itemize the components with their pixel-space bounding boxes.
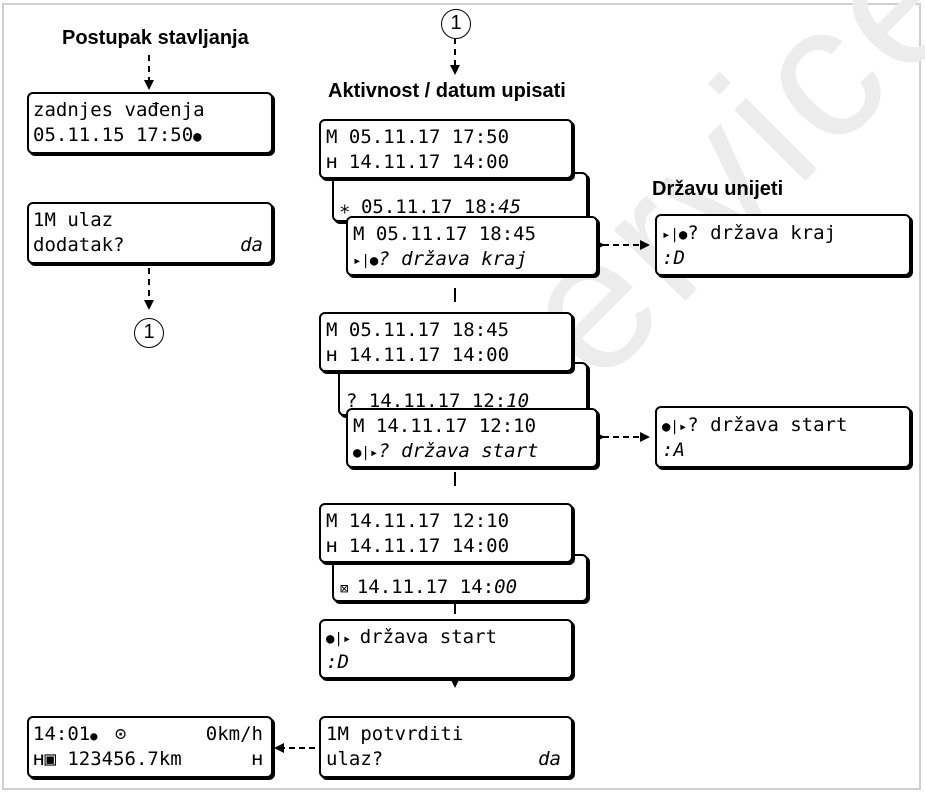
postupak-title: Postupak stavljanja	[62, 27, 249, 49]
display-text: ? država start	[378, 440, 539, 462]
bed-icon: ʜ	[326, 151, 349, 173]
bed-icon: ʜ	[326, 535, 349, 557]
display-line-1: M 05.11.17 18:45	[326, 319, 510, 341]
diagram-frame	[2, 3, 921, 790]
display-line-2: ʜ 14.11.17 14:00	[326, 535, 509, 557]
odometer-text: 123456.7km	[67, 748, 182, 770]
speed-text: 0km/h	[205, 723, 263, 745]
display-text: 14.11.17 14:00	[348, 151, 510, 173]
display-g1-b: M 05.11.17 17:50 ʜ 14.11.17 14:00	[319, 119, 573, 179]
display-text: 14.11.17 14:00	[348, 344, 510, 366]
display-line-1: ●|▸? država start	[662, 414, 847, 438]
aktivnost-title: Aktivnost / datum upisati	[328, 80, 566, 102]
display-line-1: M 14.11.17 12:10	[353, 415, 537, 437]
display-line-1: 1M potvrditi	[326, 723, 464, 745]
country-start-icon: ●|▸	[353, 445, 379, 461]
display-option-yes: da	[538, 748, 561, 770]
dot-icon: ●	[193, 129, 202, 145]
country-start-icon: ●|▸	[326, 631, 360, 647]
display-1m-entry: 1M ulaz dodatak? da	[27, 202, 273, 264]
display-line-2: 05.11.15 17:50●	[33, 124, 202, 148]
display-text: 14.11.17 14:00	[348, 535, 510, 557]
display-g1-a: M 05.11.17 18:45 ▸|●? država kraj	[346, 216, 598, 276]
time-text: 14:01	[33, 723, 91, 745]
country-end-icon: ▸|●	[353, 253, 379, 269]
marker-1-left: 1	[134, 318, 164, 348]
display-text: država start	[359, 626, 497, 648]
display-text: ? 14.11.17 12:	[346, 390, 507, 412]
display-country-end-entry: ▸|●? država kraj :D	[655, 214, 911, 276]
display-last-withdrawal: zadnjes vađenja 05.11.15 17:50●	[27, 92, 273, 154]
display-line-1: zadnjes vađenja	[33, 99, 205, 121]
display-line: ⁎ 05.11.17 18:45	[340, 196, 521, 218]
vehicle-card-icon: ʜ▣	[33, 748, 56, 770]
dot-icon: ●	[90, 729, 98, 743]
country-end-icon: ▸|●	[662, 227, 688, 243]
display-line-2: :D	[326, 651, 349, 673]
display-edit-digits: 00	[494, 576, 518, 598]
marker-1-top: 1	[441, 9, 471, 39]
display-line-1: ●|▸ država start	[326, 626, 497, 650]
display-line-1: M 05.11.17 17:50	[326, 126, 510, 148]
display-text: 05.11.17 18:	[360, 196, 499, 218]
display-text: ? država kraj	[378, 248, 528, 270]
display-option-yes: da	[240, 234, 263, 256]
display-text: 14.11.17 14:	[356, 576, 495, 598]
display-line-2: ʜ 14.11.17 14:00	[326, 151, 509, 173]
display-edit-digits: 45	[498, 196, 522, 218]
display-line-2: dodatak?	[33, 234, 125, 256]
display-line-2: :D	[662, 247, 685, 269]
unknown-period-icon: ⊠	[340, 581, 357, 597]
country-start-icon: ●|▸	[662, 419, 688, 435]
display-line: ? 14.11.17 12:10	[346, 390, 529, 412]
display-line-2: ●|▸? država start	[353, 440, 538, 464]
display-line-2: ▸|●? država kraj	[353, 248, 527, 272]
display-g2-b: M 05.11.17 18:45 ʜ 14.11.17 14:00	[319, 312, 573, 372]
display-g3-b: M 14.11.17 12:10 ʜ 14.11.17 14:00	[319, 503, 573, 563]
display-line-2: ulaz?	[326, 748, 384, 770]
display-standard: 14:01● ⊙ 0km/h ʜ▣ 123456.7km ʜ	[27, 716, 273, 778]
display-line-2-text: 05.11.15 17:50	[33, 124, 194, 146]
display-text: ? država start	[687, 414, 848, 436]
display-line-1: M 05.11.17 18:45	[353, 223, 537, 245]
bed-icon: ʜ	[251, 748, 263, 770]
display-text: ? država kraj	[687, 222, 837, 244]
display-line: ⊠ 14.11.17 14:00	[340, 576, 517, 600]
rest-icon: ⁎	[340, 196, 361, 218]
display-line-1: 1M ulaz	[33, 209, 114, 231]
display-g2-a: M 14.11.17 12:10 ●|▸? država start	[346, 408, 598, 468]
display-line-2: ʜ▣ 123456.7km ʜ	[33, 748, 267, 770]
display-line-2: :A	[662, 439, 685, 461]
display-line-1: M 14.11.17 12:10	[326, 510, 510, 532]
display-country-start-d: ●|▸ država start :D	[319, 619, 573, 679]
bed-icon: ʜ	[326, 344, 349, 366]
display-country-start-entry: ●|▸? država start :A	[655, 406, 911, 468]
display-edit-digits: 10	[506, 390, 530, 412]
display-confirm-entry: 1M potvrditi ulaz? da	[319, 716, 573, 778]
display-line-1: 14:01● ⊙ 0km/h	[33, 723, 267, 747]
clock-icon: ⊙	[114, 723, 127, 745]
display-line-1: ▸|●? država kraj	[662, 222, 836, 246]
display-g1-c: ⁎ 05.11.17 18:45	[332, 172, 588, 222]
display-line-2: ʜ 14.11.17 14:00	[326, 344, 509, 366]
drzavu-title: Državu unijeti	[652, 178, 784, 200]
